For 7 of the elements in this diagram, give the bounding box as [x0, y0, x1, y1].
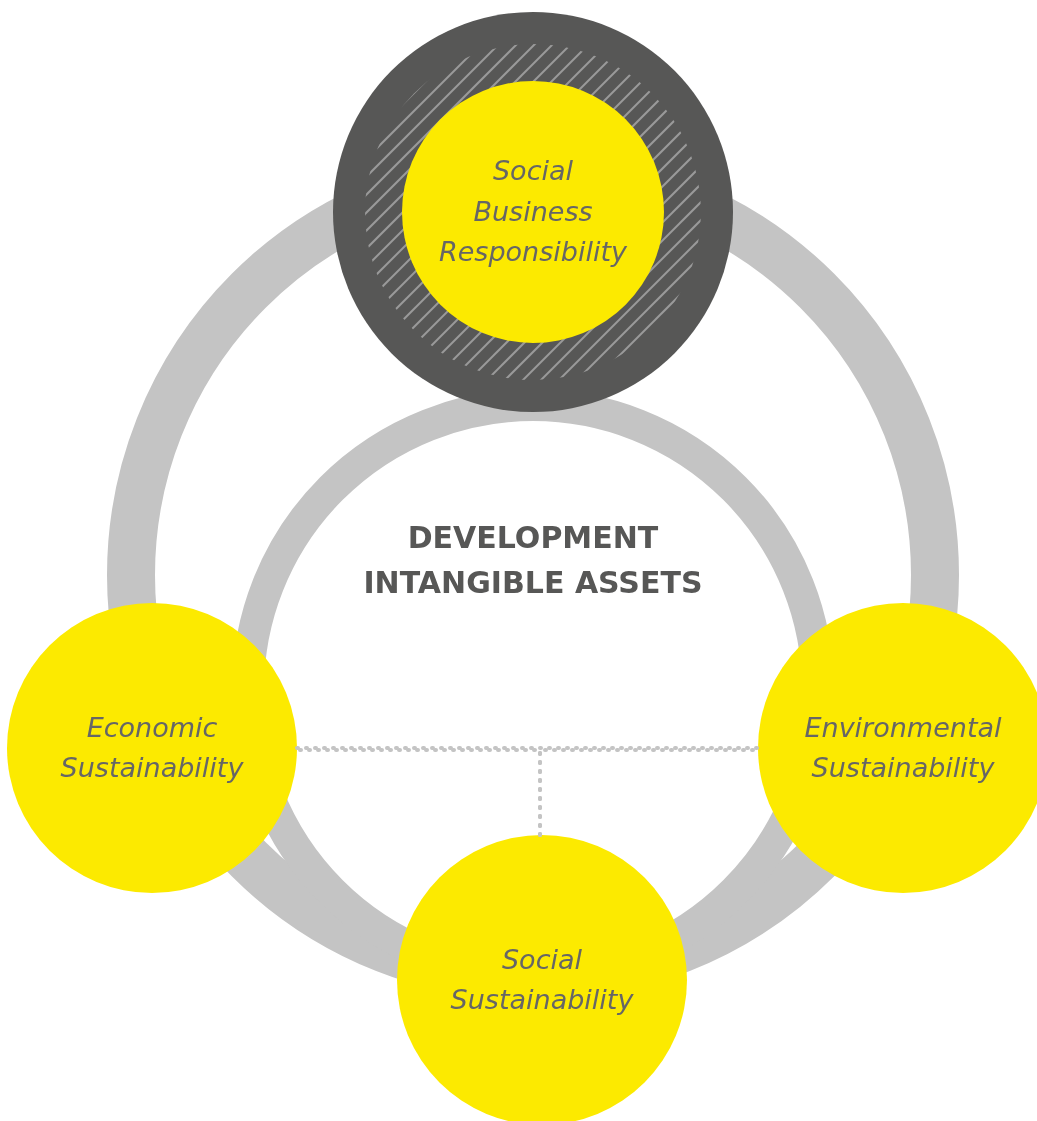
circle-label: Environmental Sustainability	[803, 710, 1003, 785]
circle-label: Social Sustainability	[449, 942, 635, 1017]
circle-label: Economic Sustainability	[59, 710, 245, 785]
heading-text: DEVELOPMENT INTANGIBLE ASSETS	[362, 519, 704, 602]
circle-label: Social Business Responsibility	[438, 154, 628, 270]
dotted-connector	[295, 746, 760, 750]
topic-circle	[402, 81, 664, 343]
